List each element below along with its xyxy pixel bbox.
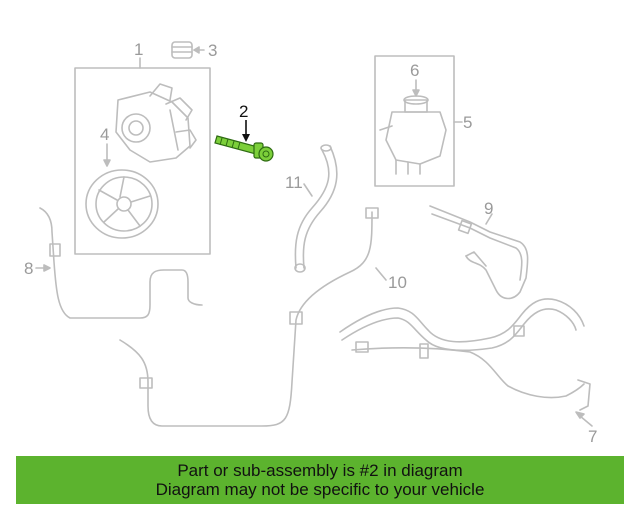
part-4-pulley xyxy=(85,169,159,239)
part-6-reservoir xyxy=(379,95,447,175)
part-11-hose xyxy=(294,144,338,273)
banner-line-2: Diagram may not be specific to your vehi… xyxy=(155,480,485,499)
callout-9: 9 xyxy=(484,199,493,218)
part-5-box xyxy=(374,55,455,187)
callout-5: 5 xyxy=(463,113,472,132)
callout-3: 3 xyxy=(208,41,217,60)
part-10-line xyxy=(119,207,387,427)
part-3-cap xyxy=(171,41,205,59)
part-7-line xyxy=(339,298,593,427)
callout-10: 10 xyxy=(388,273,407,292)
callout-11: 11 xyxy=(285,173,303,192)
banner-line-1: Part or sub-assembly is #2 in diagram xyxy=(177,461,463,480)
callout-2: 2 xyxy=(239,102,248,121)
callout-7: 7 xyxy=(588,427,597,446)
callout-1: 1 xyxy=(134,40,143,59)
part-2-bolt xyxy=(214,120,274,162)
part-1-box xyxy=(74,67,211,255)
part-8-line xyxy=(35,207,203,319)
callout-8: 8 xyxy=(24,259,33,278)
part-9-hose xyxy=(429,205,529,300)
callout-4: 4 xyxy=(100,125,109,144)
info-banner: Part or sub-assembly is #2 in diagram Di… xyxy=(16,456,624,504)
pump-body xyxy=(115,83,197,163)
callout-6: 6 xyxy=(410,61,419,80)
